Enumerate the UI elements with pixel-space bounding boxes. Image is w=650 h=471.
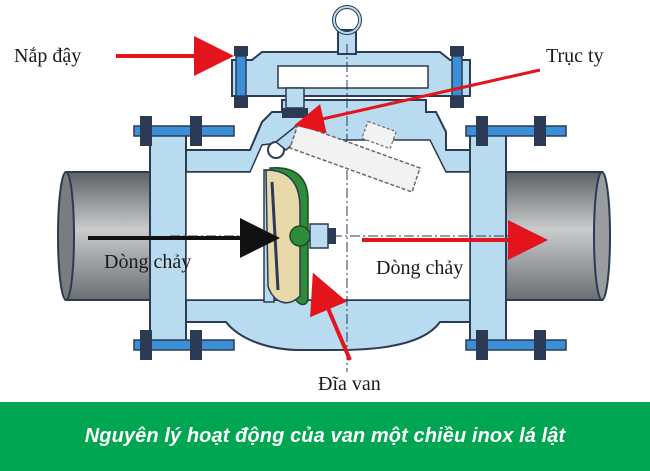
flow-out-label: Dòng chảy	[376, 257, 463, 279]
flow-in-label: Dòng chảy	[104, 251, 191, 273]
valve-cover	[231, 5, 471, 97]
cover-label: Nắp đậy	[14, 45, 81, 67]
disc-label: Đĩa van	[318, 373, 381, 395]
flange-bolts	[133, 116, 567, 360]
caption-bar: Nguyên lý hoạt động của van một chiều in…	[0, 402, 650, 471]
callout-arrows	[116, 36, 541, 361]
flow-arrows	[88, 218, 548, 260]
swing-disc	[265, 167, 336, 306]
open-disc-outline	[289, 120, 421, 193]
stem-label: Trục ty	[546, 45, 604, 67]
swing-check-valve-diagram: Nắp đậy Trục ty Dòng chảy Dòng chảy Đĩa …	[14, 5, 611, 395]
cover-bolts	[234, 46, 464, 108]
caption-text: Nguyên lý hoạt động của van một chiều in…	[84, 425, 566, 447]
